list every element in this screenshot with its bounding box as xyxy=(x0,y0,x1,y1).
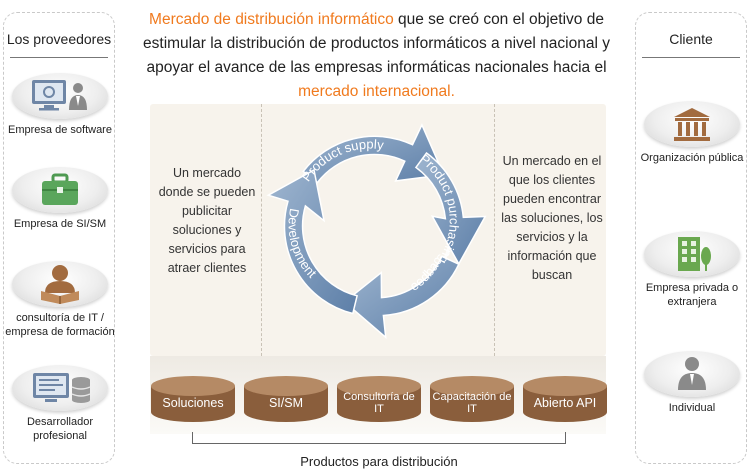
header-highlight-international: mercado internacional. xyxy=(298,83,455,100)
customer-item-individual: Individual xyxy=(636,351,748,415)
header-statement: Mercado de distribución informático que … xyxy=(120,8,633,104)
product-it-training: Capacitación de IT xyxy=(430,376,514,422)
public-building-icon xyxy=(674,108,710,141)
center-left-divider xyxy=(261,104,262,356)
provider-label-developer: Desarrollador profesional xyxy=(26,416,94,442)
provider-market-text: Un mercado donde se pueden publicitar so… xyxy=(158,166,256,275)
cycle-arrow-product-supply xyxy=(302,123,445,184)
customers-title: Cliente xyxy=(669,31,713,47)
product-label-solutions: Soluciones xyxy=(162,396,224,410)
customer-label-individual: Individual xyxy=(668,402,716,414)
briefcase-icon xyxy=(42,173,78,205)
header-highlight-market: Mercado de distribución informático xyxy=(149,11,394,28)
cycle-arrow-development xyxy=(266,168,359,315)
providers-panel: Los proveedores Empresa de software xyxy=(3,12,115,464)
provider-item-sism: Empresa de SI/SM xyxy=(4,167,116,231)
customers-panel: Cliente Organización pública xyxy=(635,12,747,464)
product-label-sism: SI/SM xyxy=(268,396,304,410)
product-it-consulting: Consultoría de IT xyxy=(337,376,421,422)
providers-title: Los proveedores xyxy=(6,31,112,47)
customer-item-private: Empresa privada o extranjera xyxy=(636,231,748,309)
market-cycle-diagram: Product supply Product purchasing Feedba… xyxy=(258,110,487,340)
providers-title-divider xyxy=(10,57,108,58)
consultant-icon xyxy=(41,265,79,304)
provider-label-sism: Empresa de SI/SM xyxy=(13,218,107,230)
product-sism: SI/SM xyxy=(244,376,328,422)
provider-item-software: Empresa de software xyxy=(4,73,116,137)
customer-item-public: Organización pública xyxy=(636,101,748,165)
center-right-divider xyxy=(494,104,495,356)
product-label-it-training: Capacitación de IT xyxy=(432,391,512,415)
customer-label-public: Organización pública xyxy=(640,152,744,164)
provider-label-software: Empresa de software xyxy=(8,124,112,136)
product-label-it-consulting: Consultoría de IT xyxy=(343,391,415,415)
products-caption: Productos para distribución xyxy=(300,454,458,469)
products-bracket xyxy=(192,432,566,444)
product-open-api: Abierto API xyxy=(523,376,607,422)
header-body-text: que se creó con el objetivo de estimular… xyxy=(143,11,610,76)
provider-item-developer: Desarrollador profesional xyxy=(4,365,116,443)
product-label-open-api: Abierto API xyxy=(533,396,597,410)
product-solutions: Soluciones xyxy=(151,376,235,422)
customer-market-text: Un mercado en el que los clientes pueden… xyxy=(501,154,603,282)
office-building-icon xyxy=(678,237,711,271)
software-company-icon xyxy=(32,80,87,111)
developer-icon xyxy=(33,373,91,403)
customers-title-divider xyxy=(642,57,740,58)
provider-label-consulting: consultoría de IT / empresa de formación xyxy=(5,312,115,338)
provider-item-consulting: consultoría de IT / empresa de formación xyxy=(4,261,116,339)
person-icon xyxy=(678,357,706,390)
customer-label-private: Empresa privada o extranjera xyxy=(645,282,739,308)
cycle-arrow-feedback xyxy=(343,255,460,340)
